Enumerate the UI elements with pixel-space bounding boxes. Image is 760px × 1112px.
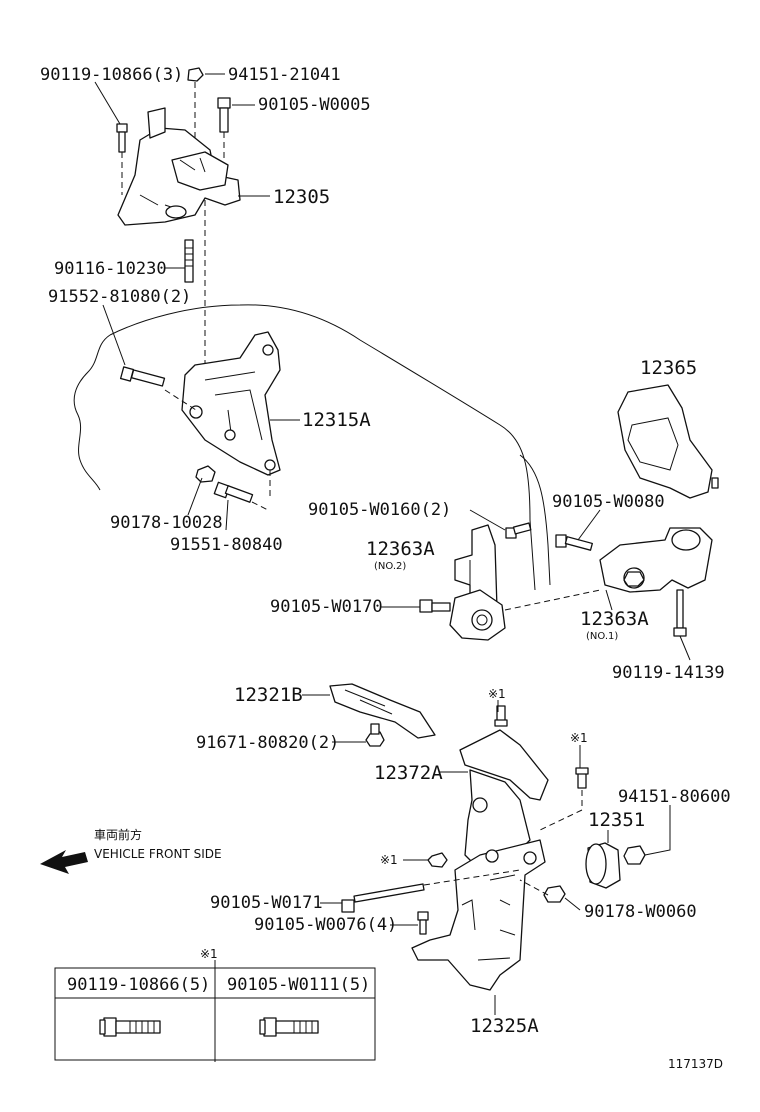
label-90105-W0171: 90105-W0171 (210, 893, 323, 913)
label-12363A-no1: 12363A (580, 608, 649, 630)
label-no1: (NO.1) (586, 631, 618, 642)
engine-mount-12363A-no2[interactable] (449, 524, 506, 641)
engine-outline-left (73, 334, 111, 491)
label-90178-10028: 90178-10028 (110, 513, 223, 533)
mount-bracket-12325A[interactable] (411, 839, 546, 991)
label-90105-W0005: 90105-W0005 (258, 95, 371, 115)
label-mark1-top: ※1 (488, 687, 506, 701)
bolt-90105-W0170[interactable] (419, 599, 451, 613)
label-90105-W0080: 90105-W0080 (552, 492, 665, 512)
label-94151-21041: 94151-21041 (228, 65, 341, 85)
label-94151-80600: 94151-80600 (618, 787, 731, 807)
label-90178-W0060: 90178-W0060 (584, 902, 697, 922)
label-12363A-no2: 12363A (366, 538, 435, 560)
leader-lines (94, 73, 691, 1015)
legend-mark: ※1 (200, 947, 218, 961)
bolt-90105-W0080[interactable] (555, 534, 593, 551)
nut-90178-W0060[interactable] (543, 885, 566, 903)
mount-bracket-12372A[interactable] (459, 729, 549, 869)
bolt-90105-W0076[interactable] (417, 911, 429, 935)
bolt-mark1-left[interactable] (427, 852, 448, 868)
label-front-en: VEHICLE FRONT SIDE (94, 847, 222, 861)
bolt-90105-W0005[interactable] (217, 97, 231, 133)
label-91552-81080-2: 91552-81080(2) (48, 287, 191, 307)
engine-mount-12305[interactable] (117, 107, 241, 226)
engine-mount-12363A-no1[interactable] (599, 527, 713, 593)
dash-line (519, 879, 549, 896)
label-90119-14139: 90119-14139 (612, 663, 725, 683)
legend-col1: 90119-10866(5) (67, 975, 210, 995)
bolt-mark1-right[interactable] (575, 767, 589, 789)
label-12305: 12305 (273, 186, 330, 208)
label-mark1-left: ※1 (380, 853, 398, 867)
dash-line (251, 501, 269, 511)
label-12321B: 12321B (234, 684, 303, 706)
label-front-jp: 車両前方 (94, 827, 142, 842)
dash-line (504, 589, 601, 611)
nut-94151-21041[interactable] (187, 67, 204, 82)
bolt-mark1-top[interactable] (494, 705, 508, 727)
label-90105-W0160-2: 90105-W0160(2) (308, 500, 451, 520)
label-mark1-right: ※1 (570, 731, 588, 745)
label-no2: (NO.2) (374, 561, 406, 572)
bolt-legend-table: ※1 90119-10866(5) 90105-W0111(5) (54, 947, 376, 1062)
label-91551-80840: 91551-80840 (170, 535, 283, 555)
bolt-90105-W0171[interactable] (341, 883, 425, 913)
label-12351: 12351 (588, 809, 645, 831)
legend-col2: 90105-W0111(5) (227, 975, 370, 995)
diagram-id: 117137D (668, 1057, 723, 1071)
label-90119-10866-3: 90119-10866(3) (40, 65, 183, 85)
label-12365: 12365 (640, 357, 697, 379)
label-90116-10230: 90116-10230 (54, 259, 167, 279)
label-12372A: 12372A (374, 762, 443, 784)
vehicle-front-arrow (40, 850, 88, 874)
bolt-90119-14139[interactable] (673, 589, 687, 637)
bolt-90119-10866[interactable] (116, 123, 128, 153)
label-12315A: 12315A (302, 409, 371, 431)
bolt-90105-W0160[interactable] (505, 522, 532, 539)
dash-line (164, 389, 197, 411)
bolt-91552-81080[interactable] (119, 366, 166, 387)
mount-cover-12365[interactable] (617, 384, 719, 499)
bolt-91671-80820[interactable] (365, 723, 385, 747)
label-91671-80820-2: 91671-80820(2) (196, 733, 339, 753)
dash-line (423, 869, 521, 886)
dash-line (539, 790, 583, 831)
engine-outline (109, 304, 536, 591)
engine-mount-bracket-12315A[interactable] (181, 331, 281, 476)
label-90105-W0076-4: 90105-W0076(4) (254, 915, 397, 935)
label-90105-W0170: 90105-W0170 (270, 597, 383, 617)
label-12325A: 12325A (470, 1015, 539, 1037)
bolt-91551-80840[interactable] (213, 481, 254, 503)
heat-insulator-12321B[interactable] (329, 683, 436, 739)
stud-90116-10230[interactable] (184, 239, 194, 283)
legend-bolt-washer-icon (259, 1017, 319, 1037)
nut-94151-80600[interactable] (623, 845, 646, 865)
nut-90178-10028[interactable] (195, 465, 216, 483)
engine-outline-edge (519, 454, 551, 586)
mount-insulator-12351[interactable] (585, 842, 621, 889)
legend-bolt-flange-icon (99, 1017, 161, 1037)
